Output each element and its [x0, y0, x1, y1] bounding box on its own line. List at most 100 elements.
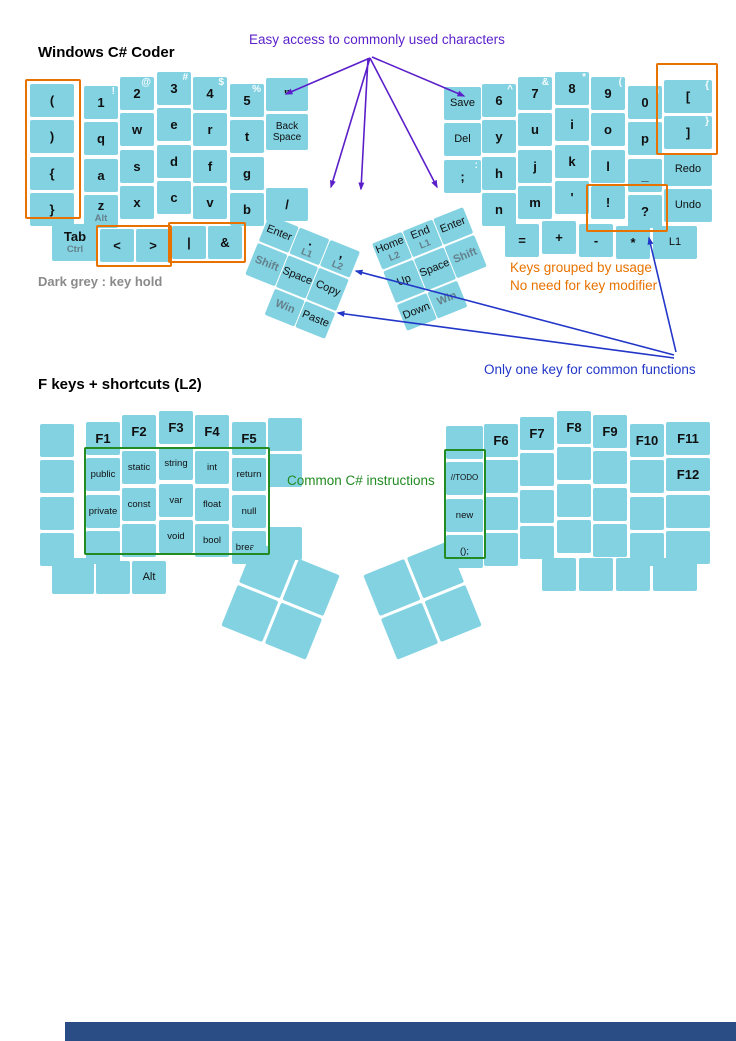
- key-underscore[interactable]: _: [628, 159, 662, 192]
- key-blank[interactable]: [593, 451, 627, 484]
- key-f5[interactable]: F5: [232, 422, 266, 455]
- key-blank[interactable]: [268, 454, 302, 487]
- key-w[interactable]: w: [120, 113, 154, 146]
- key-f11[interactable]: F11: [666, 422, 710, 455]
- key-float[interactable]: float: [195, 488, 229, 521]
- key-equals[interactable]: =: [505, 224, 539, 257]
- key-public[interactable]: public: [86, 458, 120, 491]
- key-const[interactable]: const: [122, 488, 156, 521]
- key-minus[interactable]: -: [579, 224, 613, 257]
- key-private[interactable]: private: [86, 495, 120, 528]
- key-x[interactable]: x: [120, 186, 154, 219]
- key-slash[interactable]: /: [266, 188, 308, 221]
- key-blank[interactable]: [653, 558, 697, 591]
- key-f9[interactable]: F9: [593, 415, 627, 448]
- key-blank[interactable]: [557, 520, 591, 553]
- key-blank[interactable]: [520, 490, 554, 523]
- key-f[interactable]: f: [193, 150, 227, 183]
- key-blank[interactable]: [122, 524, 156, 557]
- key-c[interactable]: c: [157, 181, 191, 214]
- key-redo[interactable]: Redo: [664, 153, 712, 186]
- key-3[interactable]: 3#: [157, 72, 191, 105]
- key-g[interactable]: g: [230, 157, 264, 190]
- key-o[interactable]: o: [591, 113, 625, 146]
- key-8[interactable]: 8*: [555, 72, 589, 105]
- key-pipe[interactable]: |: [172, 226, 206, 259]
- key-null[interactable]: null: [232, 495, 266, 528]
- key-blank[interactable]: [40, 497, 74, 530]
- key-b[interactable]: b: [230, 193, 264, 226]
- key-blank[interactable]: [484, 533, 518, 566]
- key-blank[interactable]: [40, 424, 74, 457]
- key-static[interactable]: static: [122, 451, 156, 484]
- key-greater-than[interactable]: >: [136, 229, 170, 262]
- key-f4[interactable]: F4: [195, 415, 229, 448]
- key-open-brace[interactable]: {: [30, 157, 74, 190]
- key-6[interactable]: 6^: [482, 84, 516, 117]
- key-string[interactable]: string: [159, 447, 193, 480]
- key-less-than[interactable]: <: [100, 229, 134, 262]
- key-r[interactable]: r: [193, 113, 227, 146]
- key-blank[interactable]: [557, 447, 591, 480]
- key-f12[interactable]: F12: [666, 458, 710, 491]
- key-void[interactable]: void: [159, 520, 193, 553]
- key-question[interactable]: ?: [628, 195, 662, 228]
- key-close-bracket[interactable]: ]}: [664, 116, 712, 149]
- key-blank[interactable]: [484, 497, 518, 530]
- key-f6[interactable]: F6: [484, 424, 518, 457]
- key-semicolon[interactable]: ;:: [444, 160, 481, 193]
- key-blank[interactable]: [630, 460, 664, 493]
- key-blank[interactable]: [52, 558, 94, 594]
- key-blank[interactable]: [268, 418, 302, 451]
- key-exclamation[interactable]: !: [591, 186, 625, 219]
- key-blank[interactable]: [484, 460, 518, 493]
- key-i[interactable]: i: [555, 108, 589, 141]
- key-blank[interactable]: [446, 426, 483, 459]
- key-blank[interactable]: [616, 558, 650, 591]
- key-j[interactable]: j: [518, 150, 552, 183]
- key-blank[interactable]: [630, 497, 664, 530]
- key-apostrophe[interactable]: ': [555, 181, 589, 214]
- key-ampersand[interactable]: &: [208, 226, 242, 259]
- key-close-paren[interactable]: ): [30, 120, 74, 153]
- key-blank[interactable]: [40, 460, 74, 493]
- key-del[interactable]: Del: [444, 123, 481, 156]
- key-undo[interactable]: Undo: [664, 189, 712, 222]
- key-t[interactable]: t: [230, 120, 264, 153]
- key-bool[interactable]: bool: [195, 524, 229, 557]
- key-blank[interactable]: [557, 484, 591, 517]
- key-5[interactable]: 5%: [230, 84, 264, 117]
- key-var[interactable]: var: [159, 484, 193, 517]
- key-h[interactable]: h: [482, 157, 516, 190]
- key-new[interactable]: new: [446, 499, 483, 532]
- key-todo-comment[interactable]: //TODO: [446, 462, 483, 495]
- key-2[interactable]: 2@: [120, 77, 154, 110]
- key-plus[interactable]: +: [542, 221, 576, 254]
- key-d[interactable]: d: [157, 145, 191, 178]
- key-y[interactable]: y: [482, 120, 516, 153]
- key-blank[interactable]: [520, 453, 554, 486]
- key-open-bracket[interactable]: [{: [664, 80, 712, 113]
- key-s[interactable]: s: [120, 150, 154, 183]
- key-f2[interactable]: F2: [122, 415, 156, 448]
- key-f7[interactable]: F7: [520, 417, 554, 450]
- key-f1[interactable]: F1: [86, 422, 120, 455]
- key-k[interactable]: k: [555, 145, 589, 178]
- key-f10[interactable]: F10: [630, 424, 664, 457]
- key-blank[interactable]: [542, 558, 576, 591]
- key-f8[interactable]: F8: [557, 411, 591, 444]
- key-int[interactable]: int: [195, 451, 229, 484]
- key-f3[interactable]: F3: [159, 411, 193, 444]
- key-q[interactable]: q: [84, 122, 118, 155]
- key-u[interactable]: u: [518, 113, 552, 146]
- key-backspace[interactable]: Back Space: [266, 114, 308, 150]
- key-blank[interactable]: [666, 495, 710, 528]
- key-m[interactable]: m: [518, 186, 552, 219]
- key-n[interactable]: n: [482, 193, 516, 226]
- key-blank[interactable]: [593, 488, 627, 521]
- key-1[interactable]: 1!: [84, 86, 118, 119]
- key-close-brace[interactable]: }: [30, 193, 74, 226]
- key-l[interactable]: l: [591, 150, 625, 183]
- key-blank[interactable]: [520, 526, 554, 559]
